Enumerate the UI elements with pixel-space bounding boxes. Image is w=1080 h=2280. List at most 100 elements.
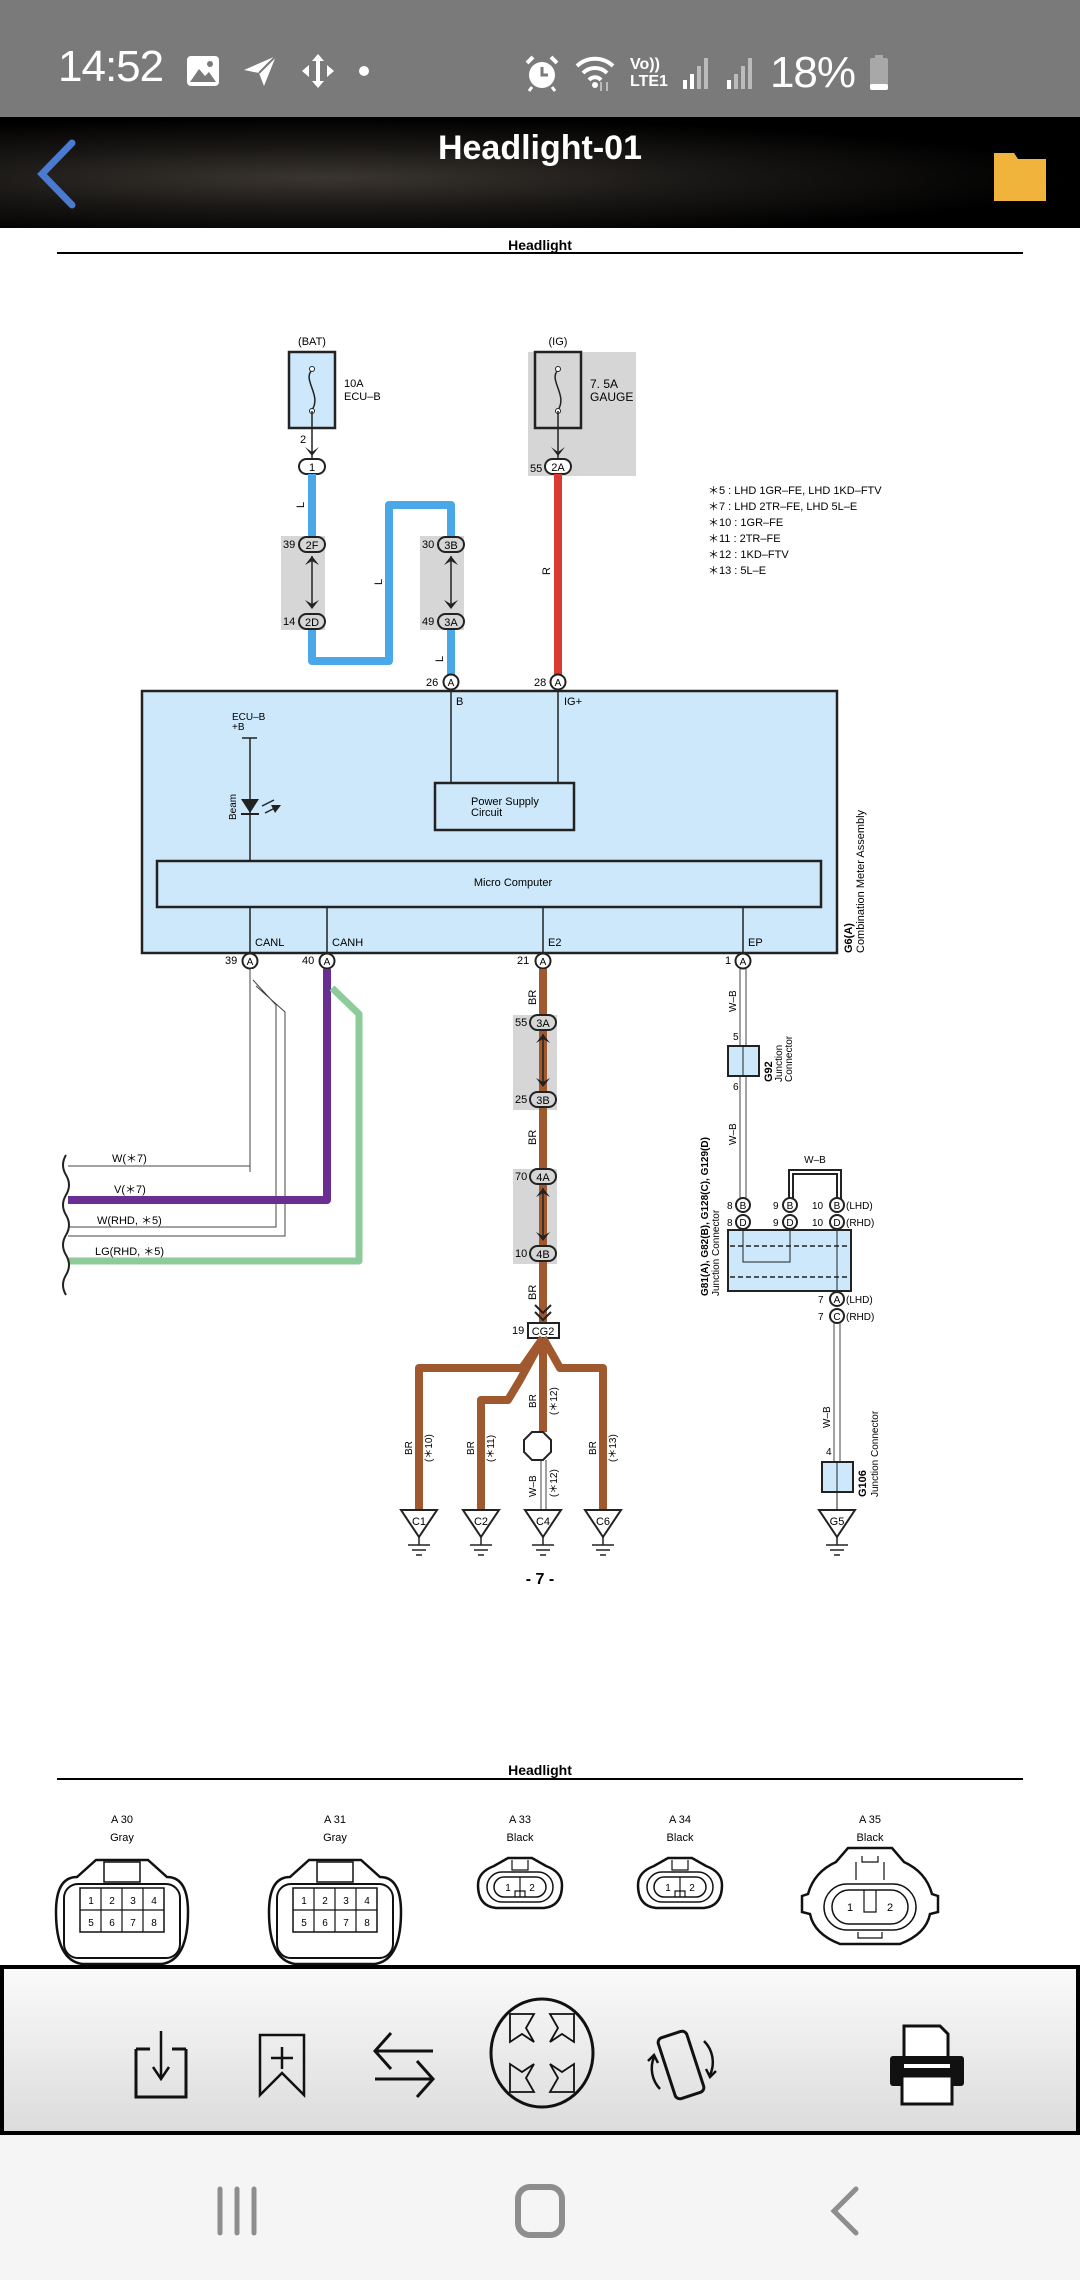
connector-color: Gray: [110, 1832, 134, 1844]
nav-back-button[interactable]: [826, 2185, 862, 2237]
ground-g5: G5: [817, 1509, 857, 1556]
svg-text:Junction Connector: Junction Connector: [870, 1410, 881, 1497]
recents-icon: [217, 2186, 257, 2236]
svg-text:Junction: Junction: [774, 1045, 785, 1082]
home-icon: [515, 2184, 565, 2238]
svg-text:55: 55: [515, 1017, 527, 1029]
signal-icon: [726, 58, 752, 89]
connector-color: Black: [857, 1832, 884, 1844]
pin-number: 1: [88, 1896, 94, 1907]
svg-text:IG+: IG+: [564, 696, 582, 708]
pin-number: 4: [364, 1896, 370, 1907]
svg-text:C6: C6: [596, 1516, 610, 1528]
ground-symbols: C1 C2 C4 C6: [399, 1509, 623, 1556]
svg-text:＊13 : 5L–E: ＊13 : 5L–E: [708, 565, 766, 577]
folder-button[interactable]: [992, 149, 1048, 203]
print-button[interactable]: [888, 2024, 966, 2106]
svg-text:7: 7: [818, 1312, 824, 1323]
svg-text:(＊12): (＊12): [549, 1387, 560, 1415]
home-button[interactable]: [514, 2183, 566, 2239]
svg-text:(＊10): (＊10): [424, 1434, 435, 1462]
svg-text:E2: E2: [548, 937, 561, 949]
svg-text:39: 39: [225, 955, 237, 967]
app-bar: Headlight-01: [0, 117, 1080, 228]
battery-icon: [870, 55, 889, 90]
notes-legend: ＊5 : LHD 1GR–FE, LHD 1KD–FTV ＊7 : LHD 2T…: [708, 485, 882, 577]
svg-text:(RHD): (RHD): [846, 1312, 874, 1323]
svg-text:BR: BR: [528, 1394, 539, 1408]
pin-number: 1: [665, 1883, 671, 1894]
telegram-icon: [244, 55, 277, 86]
svg-text:CANH: CANH: [332, 937, 363, 949]
page-header: Headlight: [508, 237, 572, 253]
connector-color: Black: [667, 1832, 694, 1844]
svg-text:6: 6: [733, 1082, 739, 1093]
fullscreen-button[interactable]: [488, 1994, 596, 2112]
svg-text:D: D: [833, 1218, 840, 1229]
wifi-icon: [575, 56, 615, 91]
fuse-rating: 10A: [344, 378, 364, 390]
fuse-source-bat: (BAT): [298, 336, 326, 348]
back-button[interactable]: [34, 139, 84, 209]
svg-text:5: 5: [733, 1032, 739, 1043]
gallery-icon: [187, 56, 219, 86]
svg-text:Power Supply: Power Supply: [471, 796, 539, 808]
svg-text:4A: 4A: [536, 1172, 550, 1184]
svg-text:C1: C1: [412, 1516, 426, 1528]
svg-text:Circuit: Circuit: [471, 807, 502, 819]
svg-text:W–B: W–B: [804, 1155, 826, 1166]
wiring-diagram: Headlight (BAT) 10A ECU–B 2 1 (IG) 7. 5A…: [54, 237, 1023, 1966]
connector-3a: 49 3A: [422, 613, 465, 630]
folder-icon: [994, 153, 1046, 201]
svg-text:10: 10: [515, 1248, 527, 1260]
rotate-screen-icon: [647, 2029, 717, 2101]
page2-header: Headlight: [508, 1762, 572, 1778]
svg-text:W–B: W–B: [728, 990, 739, 1012]
svg-text:40: 40: [302, 955, 314, 967]
volte-icon: Vo)) LTE1: [630, 56, 668, 90]
rotate-button[interactable]: [644, 2027, 724, 2107]
svg-text:LG(RHD, ＊5): LG(RHD, ＊5): [95, 1246, 164, 1258]
download-button[interactable]: [126, 2027, 196, 2105]
document-viewer[interactable]: Headlight (BAT) 10A ECU–B 2 1 (IG) 7. 5A…: [0, 228, 1080, 1966]
svg-text:49: 49: [422, 616, 434, 628]
connector-id: A 31: [324, 1814, 346, 1826]
svg-text:Micro Computer: Micro Computer: [474, 877, 553, 889]
svg-text:(RHD): (RHD): [846, 1218, 874, 1229]
svg-text:Combination Meter Assembly: Combination Meter Assembly: [855, 809, 867, 953]
svg-text:D: D: [739, 1218, 746, 1229]
svg-text:4B: 4B: [536, 1249, 549, 1261]
svg-text:7: 7: [818, 1295, 824, 1306]
connector-2f: 39 2F: [283, 536, 326, 553]
svg-text:30: 30: [422, 539, 434, 551]
bookmark-plus-icon: [258, 2033, 306, 2099]
svg-text:+B: +B: [232, 722, 245, 733]
svg-text:B: B: [740, 1201, 747, 1212]
ground-c2: C2: [461, 1509, 501, 1556]
connector-id: A 30: [111, 1814, 133, 1826]
fuse-icon: [308, 369, 316, 411]
svg-text:8: 8: [727, 1201, 733, 1212]
swap-button[interactable]: [369, 2031, 439, 2103]
recents-button[interactable]: [212, 2185, 262, 2237]
fuse-name: GAUGE: [590, 390, 633, 404]
svg-text:A: A: [324, 957, 331, 968]
fuse-source-ig: (IG): [549, 336, 568, 348]
svg-text:B: B: [787, 1201, 794, 1212]
pin-number: 4: [151, 1896, 157, 1907]
svg-text:14: 14: [283, 616, 295, 628]
pin-number: 1: [301, 1896, 307, 1907]
svg-text:26: 26: [426, 677, 438, 689]
svg-text:2F: 2F: [306, 540, 319, 552]
svg-text:BR: BR: [527, 1130, 539, 1145]
bookmark-add-button[interactable]: [252, 2031, 312, 2103]
svg-text:L: L: [373, 579, 385, 585]
svg-text:C2: C2: [474, 1516, 488, 1528]
svg-text:W–B: W–B: [528, 1475, 539, 1497]
pin-number: 8: [151, 1918, 157, 1929]
connector-color: Black: [507, 1832, 534, 1844]
